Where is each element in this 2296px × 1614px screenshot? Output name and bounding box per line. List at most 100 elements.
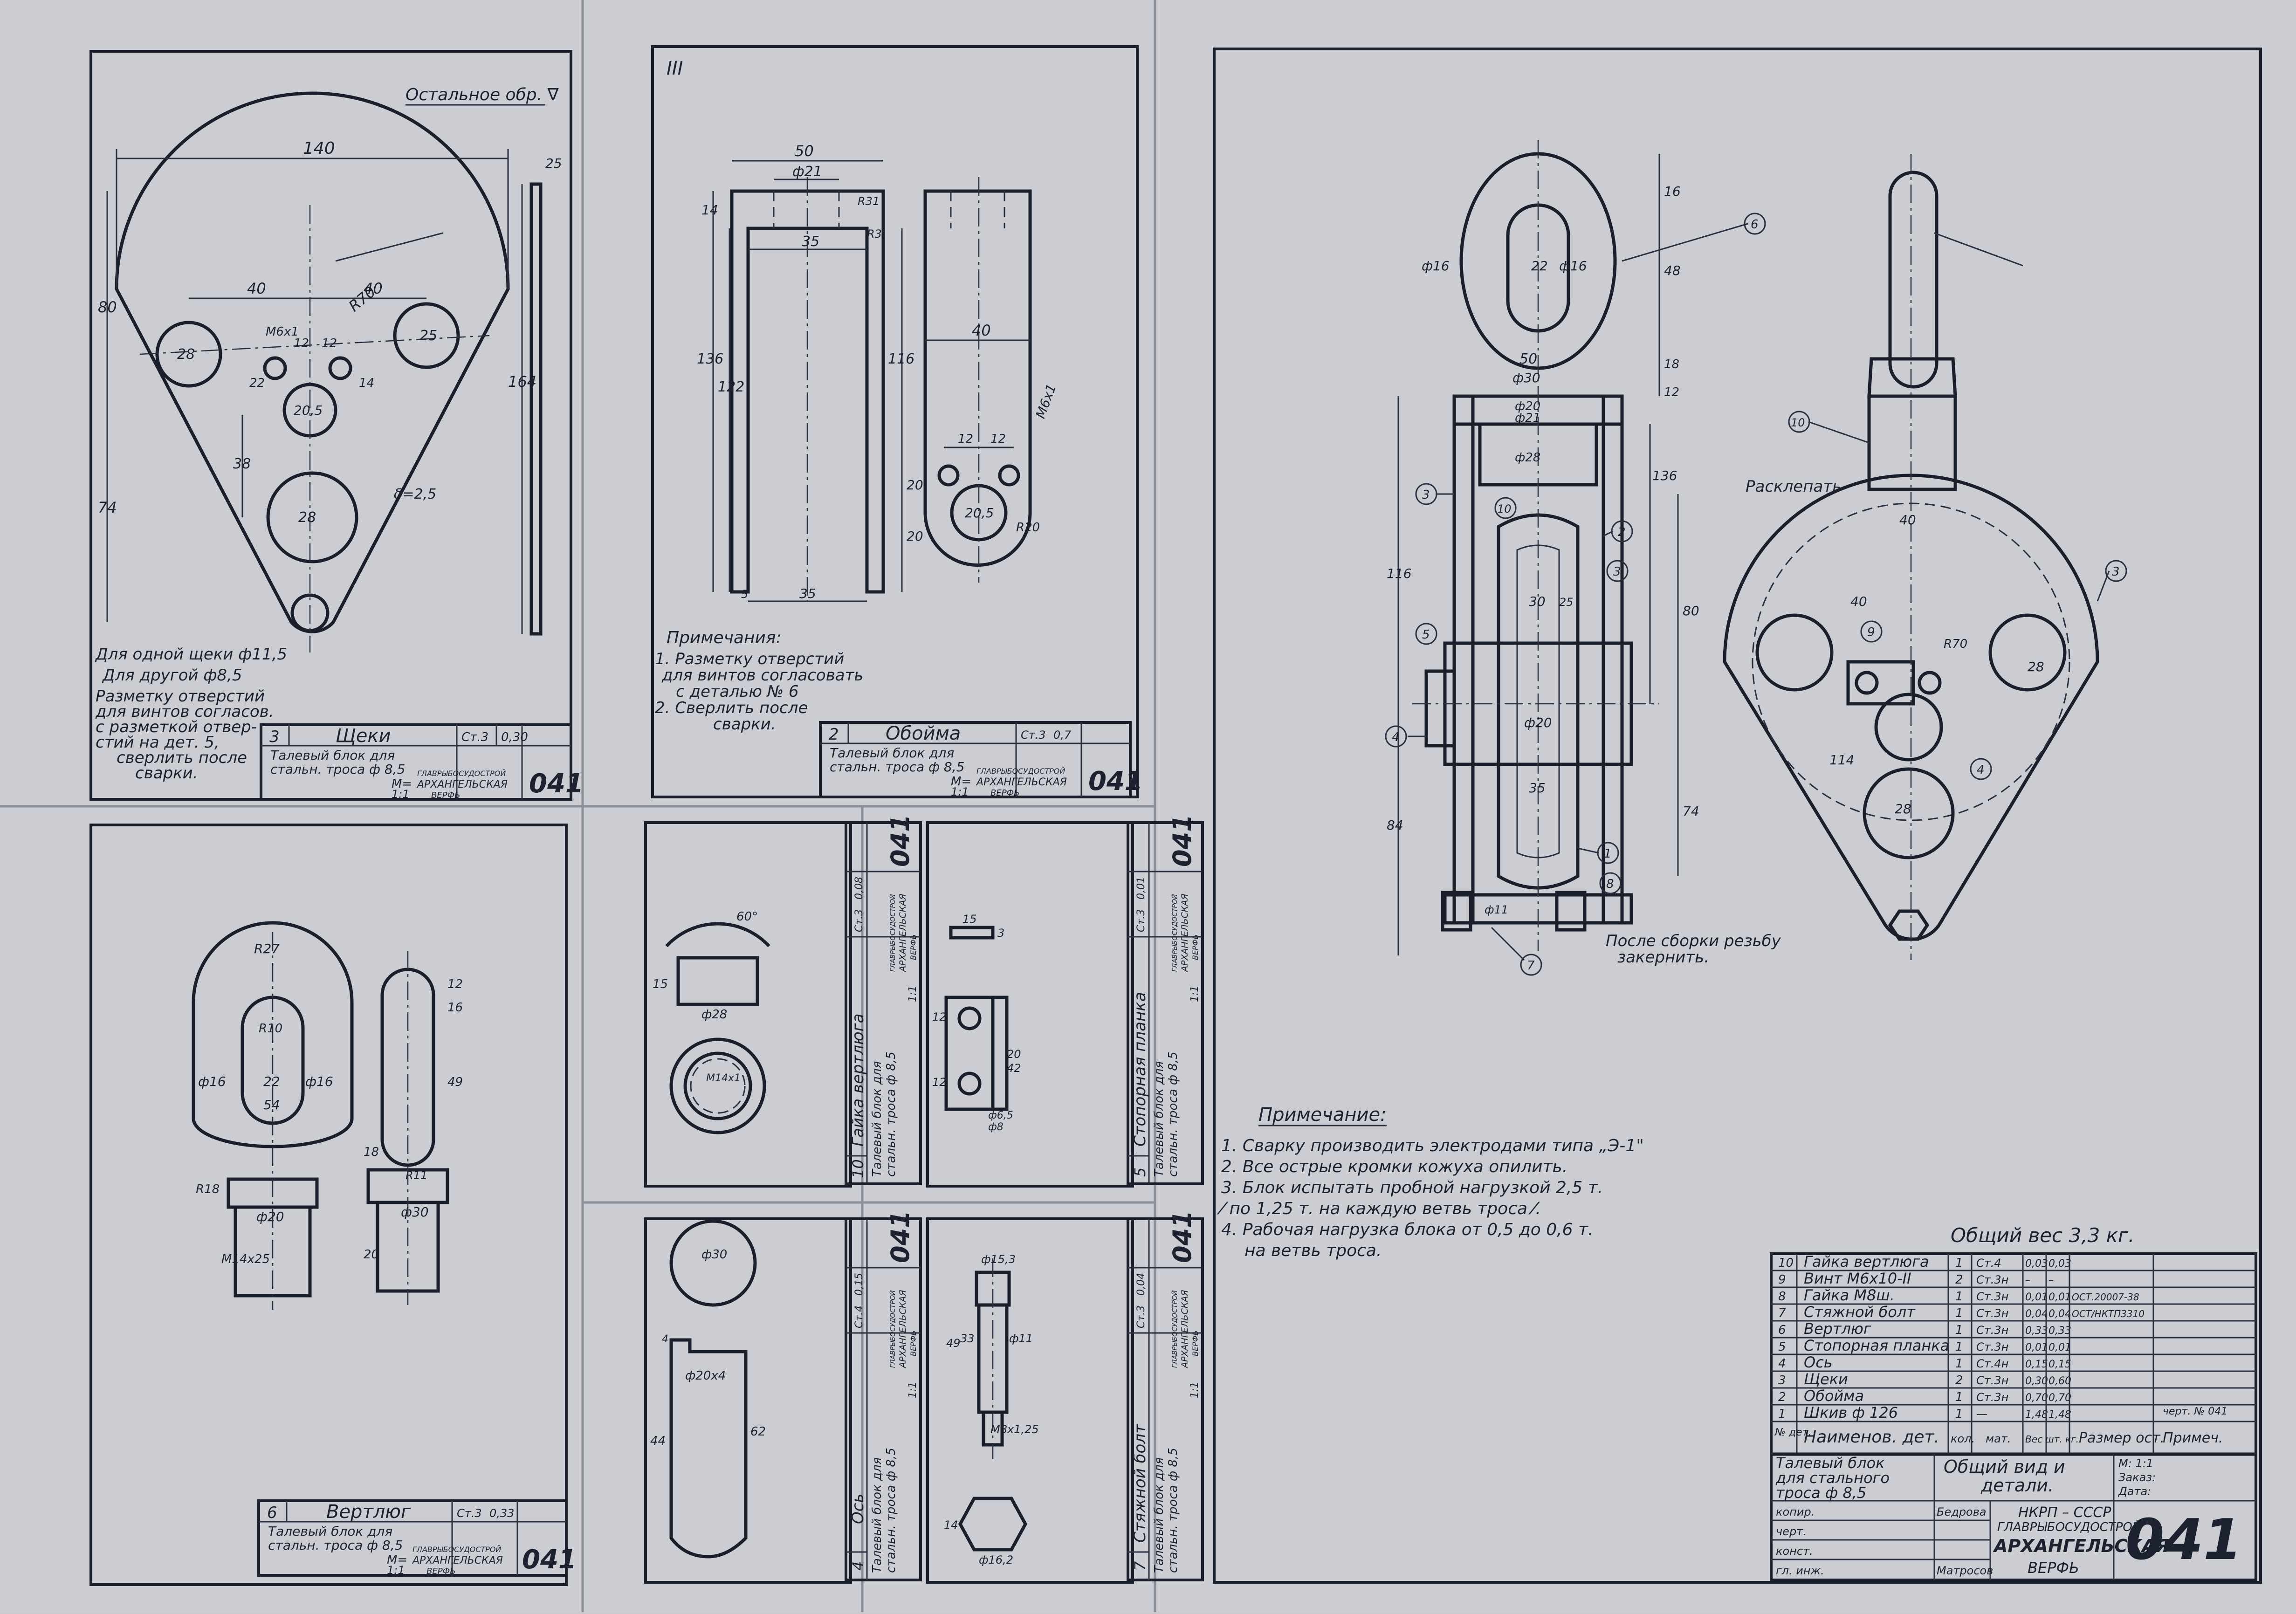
dim: 12: [447, 977, 463, 991]
bom-cell-name: Стопорная планка: [1804, 1337, 1949, 1354]
part-number: 10: [849, 1159, 867, 1178]
dim: 122: [718, 379, 744, 395]
scale: 1:1: [907, 1382, 919, 1398]
dim: 62: [750, 1425, 766, 1439]
assembly-front-view: 16 48 ф16 22 ф16 50 ф30 ф20 ф21 ф28 18 1…: [1385, 140, 1781, 976]
dim: ф28: [1515, 451, 1540, 465]
org-name: ГЛАВРЫБОСУДОСТРОЙ: [976, 767, 1065, 776]
dim: 136: [1652, 468, 1677, 483]
callout-10b: 10: [1788, 411, 1870, 444]
bom-cell-mat: Ст.3н: [1976, 1324, 2008, 1337]
org-name: ГЛАВРЫБОСУДОСТРОЙ: [417, 769, 506, 778]
dim: 20,5: [965, 505, 994, 521]
dim: R31: [858, 195, 880, 208]
org-name: АРХАНГЕЛЬСКАЯ: [898, 1290, 908, 1369]
clamp-side-view: [923, 189, 1032, 567]
callout-4: 4: [1385, 725, 1426, 748]
part-desc: стальн. троса ф 8,5: [884, 1448, 898, 1573]
part-weight: 0,15: [853, 1273, 865, 1296]
hole-note-2: Для другой ф8,5: [102, 666, 242, 685]
dim-164: 164: [508, 373, 536, 391]
org-name: АРХАНГЕЛЬСКАЯ: [416, 779, 508, 790]
bom-cell-w1: –: [2025, 1275, 2030, 1286]
dim: 35: [802, 234, 819, 250]
part-weight: 0,04: [1135, 1273, 1147, 1296]
bom-cell-qty: 1: [1955, 1390, 1963, 1404]
bom-cell-mat: Ст.4: [1976, 1257, 2001, 1270]
dim: 136: [697, 351, 723, 367]
callout-number: 3: [2112, 565, 2120, 579]
bom-cell-w2: –: [2049, 1275, 2054, 1286]
scale: 1:1: [1189, 986, 1201, 1002]
part-weight: 0,30: [501, 730, 528, 744]
dim: ф16,2: [979, 1553, 1013, 1566]
part-desc: стальн. троса ф 8,5: [1166, 1051, 1180, 1177]
dim: 20: [364, 1248, 379, 1262]
dim: 18: [364, 1145, 379, 1159]
callout-number: 8: [1606, 877, 1614, 891]
notes-title: Примечания:: [667, 628, 782, 647]
bom-cell-qty: 1: [1955, 1357, 1963, 1371]
drawing-code: 041: [1168, 814, 1197, 867]
dim: 40: [1850, 594, 1867, 609]
dim: ф16: [1559, 258, 1587, 274]
bom-cell-name: Шкив ф 126: [1804, 1404, 1898, 1422]
total-weight: Общий вес 3,3 кг.: [1951, 1224, 2134, 1247]
clamp-m6: [998, 464, 1020, 487]
dim: 12: [932, 1010, 947, 1023]
dim: ф16: [198, 1074, 226, 1089]
bom-cell-n: 2: [1778, 1390, 1786, 1404]
sheet-bolt: ф15,3 ф11 49 33 M8x1,25 14 ф16,2 7 Стяжн…: [926, 1210, 1204, 1584]
bom-cell-name: Щеки: [1804, 1370, 1848, 1388]
part-desc: Талевый блок для: [1152, 1061, 1166, 1177]
title-block-frame: [1127, 1217, 1204, 1581]
bom-cell-n: 6: [1778, 1323, 1786, 1337]
note-line: для винтов согласовать: [661, 666, 863, 685]
dim: R70: [1944, 637, 1967, 651]
role: гл. инж.: [1776, 1564, 1824, 1577]
screw: [1855, 671, 1879, 695]
cheek-side-view: [529, 182, 543, 636]
org-name: ВЕРФЬ: [990, 788, 1019, 798]
bom-cell-w1: 0,30: [2025, 1375, 2048, 1387]
callout-circle: [1860, 620, 1883, 643]
dim: 20: [907, 529, 923, 544]
stopper-hole: [957, 1006, 982, 1030]
bom-cell-qty: 1: [1955, 1256, 1963, 1270]
bom-cell-w1: 1,48: [2025, 1409, 2048, 1421]
callout-number: 7: [1527, 959, 1535, 973]
bolt-nut: [1888, 909, 1930, 941]
bom-header: Размер ост.: [2079, 1430, 2165, 1446]
bom-cell-name: Вертлюг: [1804, 1320, 1871, 1338]
bolt-head-view: [958, 1497, 1027, 1552]
dim: 3: [997, 927, 1004, 940]
cheeks-notes: Разметку отверстий для винтов согласов. …: [95, 687, 274, 783]
dim: 15: [653, 977, 668, 991]
cheek-plate: [115, 91, 510, 633]
dim: 22: [1531, 258, 1548, 274]
nut-top-outer: [669, 1037, 766, 1134]
part-desc: стальн. троса ф 8,5: [268, 1538, 403, 1553]
scale: 1:1: [1189, 1382, 1201, 1398]
part-desc: Талевый блок для: [270, 748, 395, 763]
callout-number: 4: [1977, 763, 1985, 777]
part-material: Ст.3: [457, 1507, 482, 1520]
bom-cell-w2: 0,01: [2049, 1342, 2071, 1353]
bom-cell-mat: Ст.3н: [1976, 1290, 2008, 1303]
part-number: 4: [849, 1561, 867, 1571]
view-title: детали.: [1980, 1475, 2054, 1496]
bom-header: мат.: [1986, 1432, 2011, 1445]
bom-cell-w2: 0,03: [2049, 1258, 2071, 1270]
dim: 20: [907, 477, 923, 493]
part-material: Ст.4: [853, 1305, 865, 1328]
dim: ф16: [1422, 258, 1450, 274]
dim: 74: [1683, 804, 1699, 819]
dim: 116: [888, 351, 914, 367]
dim: 22: [263, 1074, 280, 1089]
dim-74: 74: [98, 499, 117, 516]
org-name: АРХАНГЕЛЬСКАЯ: [1993, 1536, 2169, 1556]
frame: [89, 824, 568, 1586]
dim-12: 12: [322, 337, 337, 350]
